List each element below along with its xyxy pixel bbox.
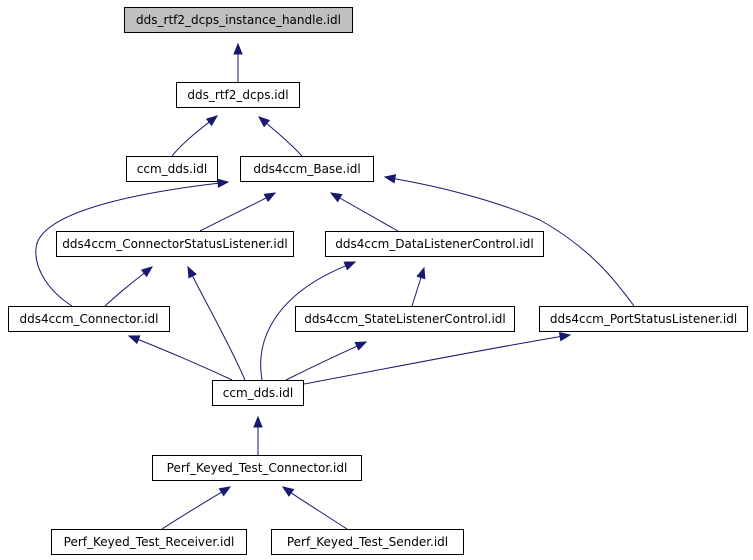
node-dds-rtf2-dcps-instance-handle-idl: dds_rtf2_dcps_instance_handle.idl xyxy=(124,7,353,33)
edge-connector-to-connector_status xyxy=(104,272,145,307)
arrowhead-perf_sender-to-perf_connector xyxy=(281,486,295,497)
edge-data_listener-to-base xyxy=(339,197,399,232)
edge-ccm_dds-to-state_listener xyxy=(285,345,358,381)
node-dds4ccm-base-idl[interactable]: dds4ccm_Base.idl xyxy=(240,156,374,182)
node-dds4ccm-connectorstatuslistener-idl[interactable]: dds4ccm_ConnectorStatusListener.idl xyxy=(56,231,294,257)
arrowhead-ccm_dds-to-data_listener xyxy=(343,261,357,271)
arrowhead-port_status-to-base xyxy=(383,174,397,184)
edge-port_status-to-base xyxy=(394,178,635,307)
node-perf-keyed-test-sender-idl[interactable]: Perf_Keyed_Test_Sender.idl xyxy=(271,529,464,555)
arrowhead-state_listener-to-data_listener xyxy=(416,266,426,280)
arrowhead-perf_connector-to-ccm_dds xyxy=(253,415,263,428)
arrowhead-ccm_dds-to-port_status xyxy=(558,332,572,342)
edge-state_listener-to-data_listener xyxy=(411,277,422,307)
node-ccm-dds-idl[interactable]: ccm_dds.idl xyxy=(212,380,304,406)
edge-ccm_dds-to-data_listener xyxy=(260,265,346,381)
arrowhead-base-to-rtf2_dcps xyxy=(257,116,271,128)
node-perf-keyed-test-connector-idl[interactable]: Perf_Keyed_Test_Connector.idl xyxy=(152,455,362,481)
edge-connector_status-to-base xyxy=(199,197,267,232)
arrowhead-ccm_dds-to-state_listener xyxy=(354,341,368,351)
arrowhead-data_listener-to-base xyxy=(329,192,343,203)
arrowhead-connector_status-to-base xyxy=(263,192,277,203)
edge-perf_receiver-to-perf_connector xyxy=(161,491,222,530)
arrowhead-connector-to-connector_status xyxy=(140,266,154,278)
edge-ccm_dds-to-connector_status xyxy=(192,275,246,381)
arrowhead-ccm_dds-to-connector xyxy=(127,335,141,345)
arrowhead-connector-to-base xyxy=(217,178,230,188)
node-dds4ccm-statelistenercontrol-idl[interactable]: dds4ccm_StateListenerControl.idl xyxy=(295,306,515,332)
edge-ccm_dds-to-port_status xyxy=(303,336,561,385)
arrowhead-ccm_dds_top-to-rtf2_dcps xyxy=(205,115,219,127)
edge-ccm_dds-to-connector xyxy=(138,339,233,381)
edge-perf_sender-to-perf_connector xyxy=(290,492,348,530)
arrowhead-ccm_dds-to-connector_status xyxy=(187,265,197,279)
arrowhead-perf_receiver-to-perf_connector xyxy=(218,486,232,497)
node-ccm-dds-idl-top[interactable]: ccm_dds.idl xyxy=(126,156,218,182)
node-dds4ccm-portstatuslistener-idl[interactable]: dds4ccm_PortStatusListener.idl xyxy=(539,306,748,332)
node-dds-rtf2-dcps-idl[interactable]: dds_rtf2_dcps.idl xyxy=(176,82,300,108)
arrowhead-rtf2_dcps-to-instance_handle xyxy=(233,42,243,55)
node-perf-keyed-test-receiver-idl[interactable]: Perf_Keyed_Test_Receiver.idl xyxy=(51,529,247,555)
edge-connector-to-base xyxy=(35,182,219,307)
node-dds4ccm-datalistenercontrol-idl[interactable]: dds4ccm_DataListenerControl.idl xyxy=(325,231,544,257)
edge-ccm_dds_top-to-rtf2_dcps xyxy=(171,121,210,157)
edge-base-to-rtf2_dcps xyxy=(266,123,303,157)
node-dds4ccm-connector-idl[interactable]: dds4ccm_Connector.idl xyxy=(8,306,170,332)
